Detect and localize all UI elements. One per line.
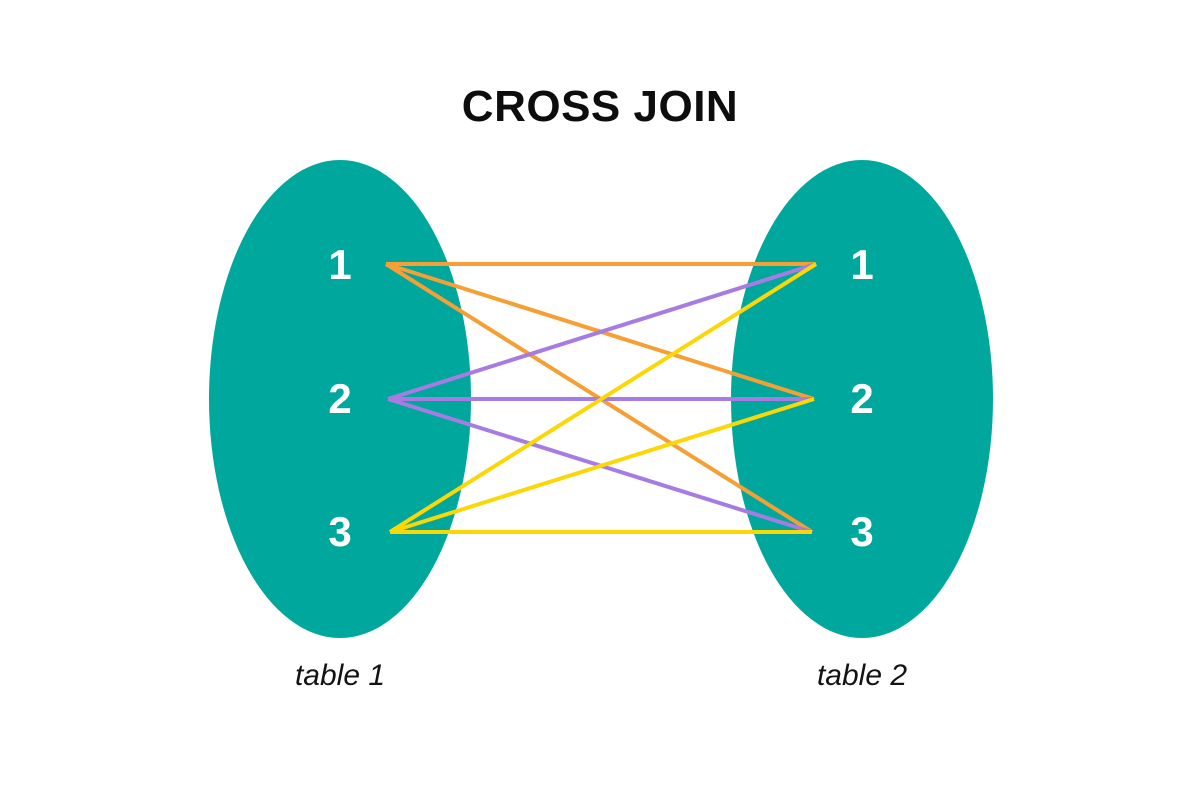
ellipses-layer: [209, 160, 993, 638]
join-edge-3-to-1: [388, 262, 818, 534]
ellipse-table-1: [209, 160, 471, 638]
join-edge-2-to-1: [387, 262, 817, 401]
edges-layer: [384, 262, 818, 534]
ellipse-table-2: [731, 160, 993, 638]
join-edge-3-to-2: [389, 397, 815, 534]
caption-table-2: table 2: [816, 659, 908, 692]
caption-table-1: table 1: [294, 659, 386, 692]
page-title: CROSS JOIN: [461, 82, 739, 131]
